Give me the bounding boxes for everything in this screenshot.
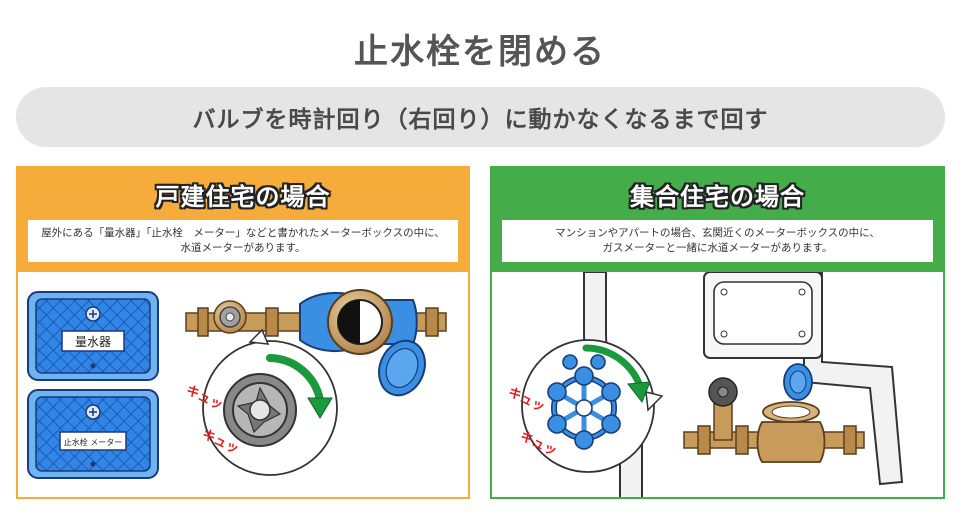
house-desc-line-1: 屋外にある「量水器」「止水栓 メーター」などと書かれたメーターボックスの中に、 — [41, 227, 445, 239]
instruction-text: バルブを時計回り（右回り）に動かなくなるまで回す — [192, 107, 769, 133]
apartment-illustration: キュッ キュッ — [505, 272, 904, 497]
clockwise-arrow-icon-2 — [582, 344, 644, 390]
house-illustration: 量水器 止水栓 メーター — [27, 289, 447, 479]
house-panel-description: 屋外にある「量水器」「止水栓 メーター」などと書かれたメーターボックスの中に、 … — [28, 220, 458, 262]
apartment-panel: 集合住宅の場合 マンションやアパートの場合、玄関近くのメーターボックスの中に、 … — [490, 166, 945, 499]
handwheel-icon — [547, 354, 621, 450]
lid-label-2: 止水栓 メーター — [64, 437, 123, 447]
apartment-desc-line-1: マンションやアパートの場合、玄関近くのメーターボックスの中に、 — [555, 227, 880, 239]
apartment-panel-header: 集合住宅の場合 マンションやアパートの場合、玄関近くのメーターボックスの中に、 … — [492, 168, 943, 272]
page-title: 止水栓を閉める — [354, 32, 606, 72]
lid-label-1: 量水器 — [75, 335, 111, 349]
apartment-panel-description: マンションやアパートの場合、玄関近くのメーターボックスの中に、 ガスメーターと一… — [502, 220, 933, 262]
apartment-desc-line-2: ガスメーターと一緒に水道メーターがあります。 — [602, 242, 833, 254]
house-panel-title: 戸建住宅の場合 — [155, 183, 331, 211]
house-panel: 戸建住宅の場合 屋外にある「量水器」「止水栓 メーター」などと書かれたメーターボ… — [16, 166, 470, 499]
meter-box-lid-2: 止水栓 メーター — [27, 389, 159, 479]
clockwise-arrow-icon — [266, 354, 324, 404]
house-panel-header: 戸建住宅の場合 屋外にある「量水器」「止水栓 メーター」などと書かれたメーターボ… — [18, 168, 468, 272]
meter-box-lid-1: 量水器 — [27, 291, 159, 381]
gas-meter — [703, 272, 823, 359]
house-desc-line-2: 水道メーターがあります。 — [180, 242, 306, 254]
apartment-water-meter — [683, 363, 865, 463]
apartment-panel-title: 集合住宅の場合 — [630, 183, 805, 211]
water-meter-assembly — [185, 289, 447, 397]
instruction-banner: バルブを時計回り（右回り）に動かなくなるまで回す — [16, 87, 945, 147]
